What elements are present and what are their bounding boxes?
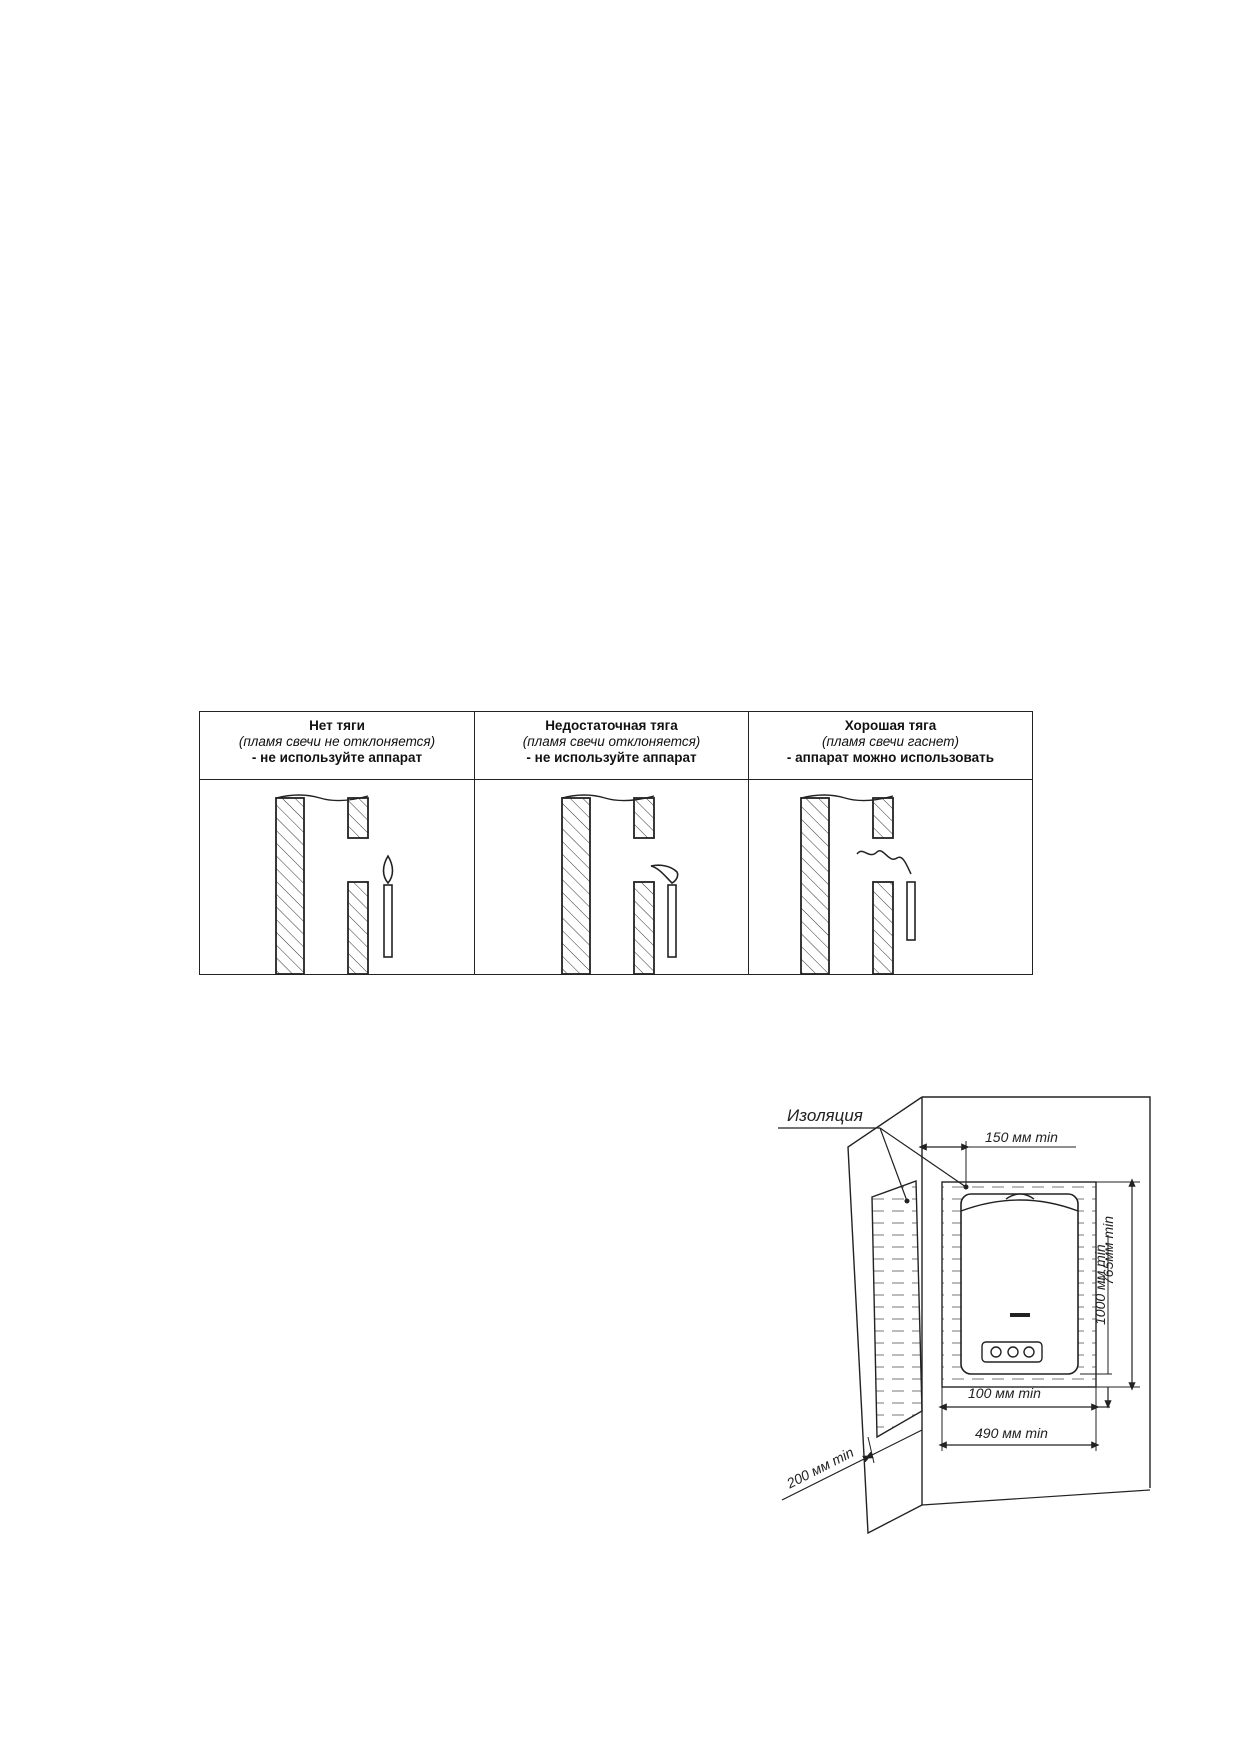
- column-note: (пламя свечи гаснет): [821, 734, 960, 749]
- dim-width: 490 мм min: [975, 1425, 1048, 1441]
- dim-height-lower: 1000 мм min: [1092, 1244, 1108, 1325]
- column-verdict: - не используйте аппарат: [526, 750, 697, 765]
- dim-bottom-gap: 100 мм min: [968, 1385, 1041, 1401]
- column-note: (пламя свечи не отклоняется): [238, 734, 436, 749]
- column-verdict: - не используйте аппарат: [251, 750, 423, 765]
- candle-smoke-icon: [800, 794, 916, 974]
- draft-illustration-good-draft: [749, 780, 1032, 974]
- column-header-insufficient-draft: Недостаточная тяга (пламя свечи отклоняе…: [475, 712, 749, 780]
- column-header-good-draft: Хорошая тяга (пламя свечи гаснет) - аппа…: [749, 712, 1032, 780]
- draft-check-table: Нет тяги (пламя свечи не отклоняется) - …: [199, 711, 1033, 975]
- column-title: Хорошая тяга: [844, 718, 937, 733]
- candle-deflected-icon: [561, 794, 679, 974]
- candle-upright-icon: [275, 794, 394, 974]
- column-verdict: - аппарат можно использовать: [786, 750, 995, 765]
- column-note: (пламя свечи отклоняется): [522, 734, 701, 749]
- installation-clearance-diagram: Изоляция 150 мм min 765мм min 1000 мм mi…: [770, 1085, 1160, 1540]
- column-header-no-draft: Нет тяги (пламя свечи не отклоняется) - …: [200, 712, 475, 780]
- column-title: Нет тяги: [309, 718, 365, 733]
- column-title: Недостаточная тяга: [545, 718, 678, 733]
- insulation-label: Изоляция: [787, 1106, 863, 1125]
- draft-illustration-no-draft: [200, 780, 475, 974]
- draft-illustration-insufficient-draft: [475, 780, 749, 974]
- water-heater-installation-drawing: [778, 1096, 1151, 1535]
- dim-top-clearance: 150 мм min: [985, 1129, 1058, 1145]
